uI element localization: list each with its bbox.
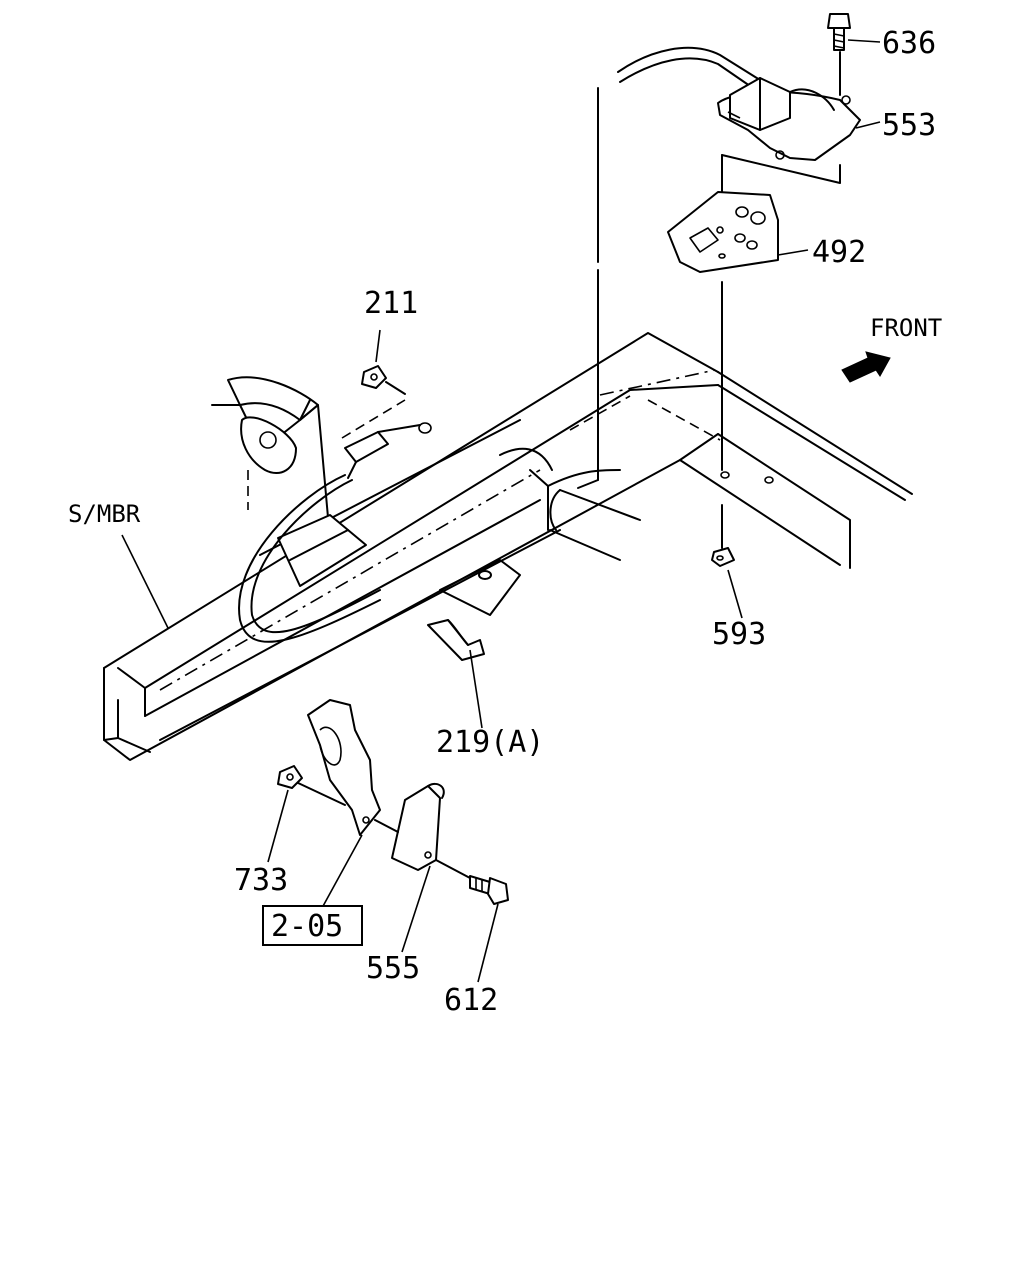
bracket-group bbox=[295, 699, 445, 871]
label-219A: 219(A) bbox=[436, 725, 544, 760]
label-ref-2-05[interactable]: 2-05 bbox=[271, 909, 343, 944]
label-211: 211 bbox=[364, 286, 418, 321]
bolt-612 bbox=[435, 859, 509, 905]
side-member-rail bbox=[103, 332, 719, 761]
nut-593 bbox=[711, 504, 735, 567]
lever-cable bbox=[577, 46, 761, 489]
brake-cable bbox=[238, 399, 432, 643]
nut-211 bbox=[361, 365, 406, 395]
label-636: 636 bbox=[882, 26, 936, 61]
label-733: 733 bbox=[234, 863, 288, 898]
front-arrow-icon bbox=[841, 351, 891, 383]
plate-492 bbox=[667, 154, 841, 471]
bolt-636 bbox=[827, 13, 851, 96]
label-492: 492 bbox=[812, 235, 866, 270]
clip-219A bbox=[427, 619, 485, 661]
leader-lines bbox=[121, 39, 881, 983]
ref-box bbox=[262, 905, 363, 946]
floor-panel bbox=[569, 371, 913, 569]
seat-mount-bracket bbox=[211, 376, 367, 587]
label-593: 593 bbox=[712, 617, 766, 652]
label-555: 555 bbox=[366, 951, 420, 986]
label-front: FRONT bbox=[870, 314, 942, 342]
label-side-member: S/MBR bbox=[68, 500, 141, 528]
nut-733 bbox=[277, 765, 303, 789]
parking-lever-assembly bbox=[717, 77, 861, 161]
label-612: 612 bbox=[444, 983, 498, 1018]
label-553: 553 bbox=[882, 108, 936, 143]
